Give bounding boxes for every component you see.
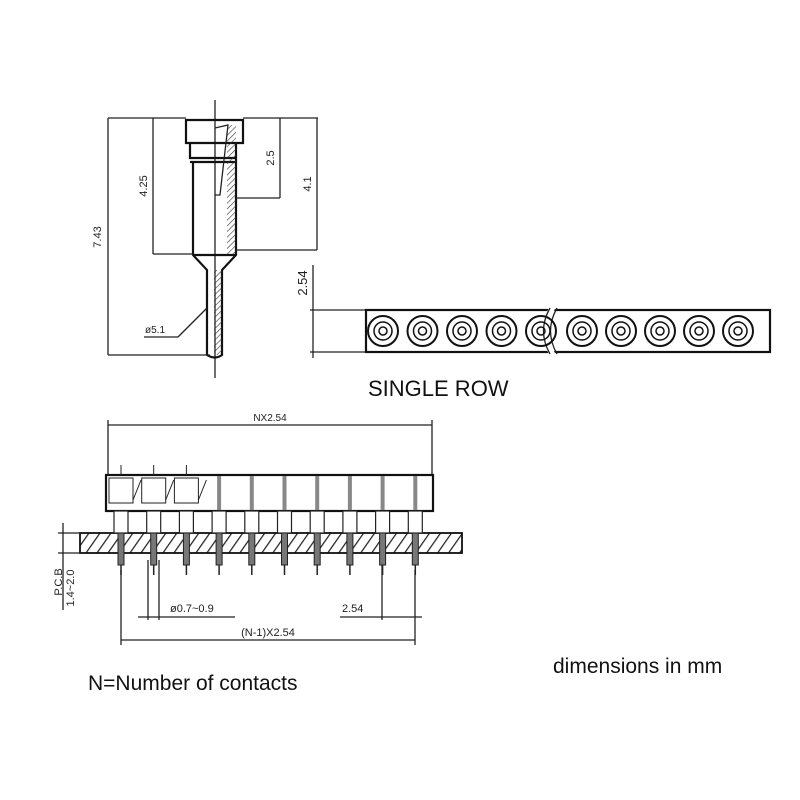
contact-ring (367, 315, 399, 347)
contact-depth-label: 2.5 (265, 150, 277, 165)
contact-hole (373, 321, 393, 341)
n-definition-note: N=Number of contacts (88, 672, 298, 695)
contact-ring (605, 315, 637, 347)
contact-center (733, 326, 743, 336)
pin-sleeve (407, 510, 423, 534)
socket-height-label: 4.1 (302, 176, 314, 191)
contact-hole (452, 321, 472, 341)
single-row-strip (364, 304, 772, 358)
pin (379, 532, 387, 566)
contact-slot (380, 476, 385, 510)
contact-slot (249, 476, 254, 510)
contact-hole (491, 321, 512, 341)
contact-hole (728, 321, 748, 341)
contact-hole (650, 321, 670, 341)
pin (346, 532, 354, 566)
contact-section (141, 477, 167, 504)
contact-slot (315, 476, 320, 510)
contact-head (184, 118, 245, 145)
pcb-thickness-label: 1.4~2.0 (65, 569, 77, 606)
contact-center (616, 326, 626, 336)
pcb-label: P.C.B (53, 568, 65, 595)
pin-sleeve (375, 510, 391, 534)
pin-sleeve (113, 510, 129, 534)
contact-slot (217, 476, 222, 510)
contact-hole (689, 321, 709, 341)
pin-sleeve (146, 510, 162, 534)
single-row-title: SINGLE ROW (368, 376, 509, 401)
contact-ring (566, 315, 598, 347)
contact-center (536, 326, 546, 336)
front-view: NX2.54 P.C.B 1.4~2.0 (N-1)X2.54 ø0.7~0.9… (53, 413, 463, 645)
contact-slot (347, 476, 352, 510)
pin (281, 532, 288, 566)
pitch-label: 2.54 (295, 270, 310, 295)
contact-center (496, 326, 507, 336)
contact-section (108, 477, 134, 504)
pin (248, 532, 256, 566)
pin (313, 532, 321, 566)
body-height-label: 4.25 (138, 175, 150, 196)
pin-sleeve (178, 510, 194, 534)
pin-sleeve (211, 510, 227, 534)
contact-center (577, 326, 587, 336)
contact-hole (572, 321, 592, 341)
contact-center (457, 326, 467, 336)
units-note: dimensions in mm (553, 655, 722, 678)
housing (104, 473, 435, 513)
leader-line (177, 307, 208, 338)
contact-ring (525, 315, 557, 347)
total-length-label: NX2.54 (253, 413, 287, 424)
pin-diameter-label: ø0.7~0.9 (170, 603, 214, 615)
contact-hole (412, 321, 433, 341)
contact-section (173, 477, 199, 504)
contact-ring (446, 315, 478, 347)
pin (215, 532, 223, 566)
diameter-label: ø5.1 (145, 325, 165, 336)
contact-wall-section (227, 125, 236, 255)
contact-slot (282, 476, 287, 510)
contact-ring (406, 315, 439, 347)
pin (411, 532, 419, 566)
contact-hole (611, 321, 631, 341)
pin-section (214, 270, 222, 355)
contact-center (417, 326, 428, 336)
break-line (132, 479, 142, 501)
break-line (165, 479, 175, 501)
overall-height-label: 7.43 (92, 226, 104, 247)
contact-center (655, 326, 665, 336)
strip-outline (364, 308, 772, 354)
contact-center (694, 326, 704, 336)
contact-ring (683, 315, 715, 347)
pin-sleeve (276, 510, 293, 534)
pin-sleeve (309, 510, 325, 534)
contact-ring (644, 315, 676, 347)
side-view: 7.43 4.25 2.5 4.1 2.54 ø5.1 (92, 100, 365, 378)
contact-ring (722, 315, 754, 347)
pin-span-label: (N-1)X2.54 (241, 627, 295, 639)
contact-center (378, 326, 388, 336)
pin-sleeve (342, 510, 358, 534)
contact-hole (531, 321, 551, 341)
pin-sleeve (244, 510, 260, 534)
pin (150, 532, 158, 566)
spring-clip (214, 124, 229, 196)
pcb-section (79, 532, 463, 554)
contact-ring (485, 315, 518, 347)
break-line (197, 479, 207, 501)
break-gap (543, 304, 556, 358)
front-pitch-label: 2.54 (342, 603, 363, 615)
pin (117, 532, 125, 566)
pin (182, 532, 190, 566)
contact-slot (413, 476, 418, 510)
